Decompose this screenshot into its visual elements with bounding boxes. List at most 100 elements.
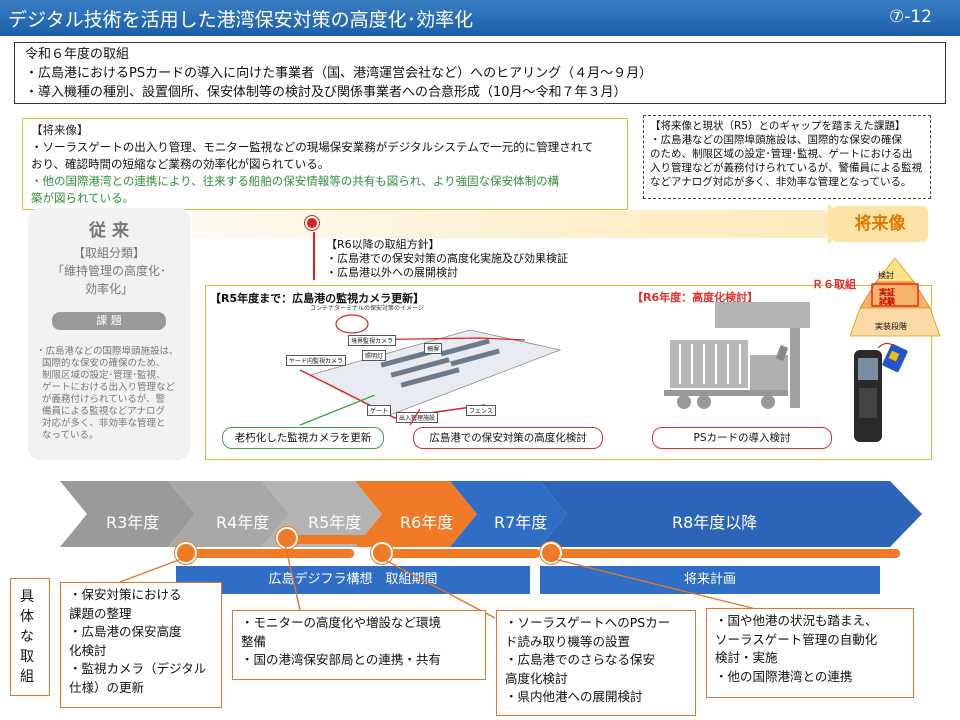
action-line: ・国や他港の状況も踏まえ、 bbox=[715, 613, 878, 628]
future-vision-box: 【将来像】 ・ソーラスゲートの出入り管理、モニター監視などの現場保安業務がデジタ… bbox=[22, 118, 628, 210]
gap-title: 【将来像と現状（R5）とのギャップを踏まえた課題】 bbox=[650, 120, 906, 132]
gap-line: のため、制限区域の設定･管理･監視、ゲートにおける出 bbox=[650, 148, 913, 160]
gap-line: などアナログ対応が多く、非効率な管理となっている。 bbox=[650, 176, 912, 188]
gap-line: 入り管理などが義務付けられているが、警備員による監視 bbox=[650, 162, 923, 174]
connector-lines bbox=[119, 543, 761, 619]
conventional-category: 【取組分類】 「維持管理の高度化･ 効率化」 bbox=[28, 244, 190, 298]
conventional-panel bbox=[28, 208, 190, 460]
year-label: R8年度以降 bbox=[672, 513, 758, 532]
gap-line: ・広島港などの国際埠頭施設は、国際的な保安の確保 bbox=[650, 134, 902, 146]
timeline-year-r7 bbox=[450, 481, 567, 547]
timeline-year-r3 bbox=[60, 481, 195, 547]
action-line: ・モニターの高度化や増設など環境 bbox=[241, 615, 442, 630]
camera-highlight bbox=[335, 314, 369, 334]
action-line: 整備 bbox=[241, 633, 267, 649]
pyramid-diagram bbox=[850, 257, 940, 337]
action-line: 仕様）の更新 bbox=[69, 679, 145, 695]
diagram-label: 柵塀 bbox=[424, 343, 443, 354]
year-label: R7年度 bbox=[494, 513, 548, 532]
action-line: 検討・実施 bbox=[715, 650, 778, 665]
page-number: ⑦-12 bbox=[888, 7, 932, 27]
diagram-label: ヤード内監視カメラ bbox=[286, 355, 347, 366]
action-line: 高度化検討 bbox=[505, 670, 568, 686]
current-year-box: 令和６年度の取組 ・広島港におけるPSカードの導入に向けた事業者（国、港湾運営会… bbox=[14, 42, 946, 104]
action-box: ・ソーラスゲートへのPSカー ド読み取り機等の設置 ・広島港でのさらなる保安 高… bbox=[496, 610, 696, 716]
desc-line: が義務付けられているが、警 bbox=[42, 394, 166, 405]
action-box: ・保安対策における 課題の整理 ・広島港の保安高度 化検討 ・監視カメラ（デジタ… bbox=[60, 582, 222, 708]
gap-issues-box: 【将来像と現状（R5）とのギャップを踏まえた課題】 ・広島港などの国際埠頭施設は… bbox=[643, 115, 931, 199]
diagram-title: コンテナターミナルの保安対策のイメージ bbox=[310, 305, 424, 312]
caption-security-upgrade: 広島港での保安対策の高度化検討 bbox=[413, 427, 603, 449]
fence-line bbox=[299, 369, 486, 419]
diagram-label: 境界監視カメラ bbox=[348, 335, 397, 346]
issue-label: 課 題 bbox=[52, 312, 166, 330]
future-vision-green-line: 築が図られている。 bbox=[31, 191, 135, 205]
desc-line: 備員による監視などアナログ bbox=[42, 406, 166, 417]
action-line: ・広島港の保安高度 bbox=[69, 624, 182, 639]
future-plan-band: 将来計画 bbox=[540, 566, 880, 594]
year-label: R6年度 bbox=[400, 513, 454, 532]
r6-policy-item: ・広島港以外への展開検討 bbox=[326, 266, 458, 279]
period-dot bbox=[540, 542, 562, 564]
pyramid-label: 実装段階 bbox=[875, 322, 907, 331]
action-box: ・国や他港の状況も踏まえ、 ソーラスゲート管理の自動化 検討・実施 ・他の国際港… bbox=[706, 608, 914, 698]
desc-line: ・広島港などの国際埠頭施設は、 bbox=[36, 346, 179, 357]
illustration-box bbox=[205, 285, 932, 460]
desc-line: 制限区域の設定･管理･監視、 bbox=[42, 370, 166, 381]
diagram-label: 照明灯 bbox=[362, 350, 387, 361]
progress-arrow bbox=[192, 210, 842, 238]
pyramid-label: 実証試験 bbox=[879, 288, 895, 306]
current-year-title: 令和６年度の取組 bbox=[25, 47, 130, 62]
conventional-desc: ・広島港などの国際埠頭施設は、 国際的な保安の確保のため、 制限区域の設定･管理… bbox=[36, 346, 186, 442]
digifra-period-band: 広島デジフラ構想 取組期間 bbox=[176, 566, 530, 594]
year-label: R3年度 bbox=[106, 513, 160, 532]
page-title: デジタル技術を活用した港湾保安対策の高度化･効率化 bbox=[8, 9, 474, 31]
period-line bbox=[548, 549, 900, 558]
r6-tori-label: Ｒ６取組 bbox=[812, 278, 856, 291]
period-line bbox=[380, 549, 540, 558]
action-line: 化検討 bbox=[69, 642, 107, 658]
marker-line bbox=[313, 232, 315, 280]
action-line: ・ソーラスゲートへのPSカー bbox=[505, 615, 671, 630]
current-year-item: ・広島港におけるPSカードの導入に向けた事業者（国、港湾運営会社など）へのヒアリ… bbox=[25, 66, 653, 81]
action-box: ・モニターの高度化や増設など環境 整備 ・国の港湾保安部局との連携・共有 bbox=[232, 610, 486, 680]
gate-truck-illustration bbox=[664, 302, 810, 409]
r5-label: 【R5年度まで：広島港の監視カメラ更新】 bbox=[210, 292, 425, 305]
year-label: R5年度 bbox=[308, 513, 362, 532]
ps-card-reader-icon bbox=[854, 342, 908, 442]
future-vision-green-line: ・他の国際港湾との連携により、往来する船舶の保安情報等の共有も図られ、より強固な… bbox=[31, 174, 560, 188]
caption-camera-update: 老朽化した監視カメラを更新 bbox=[222, 427, 384, 449]
r6-policy: 【R6以降の取組方針】 ・広島港での保安対策の高度化実施及び効果検証 ・広島港以… bbox=[326, 238, 626, 280]
conventional-sub: 【取組分類】 bbox=[72, 246, 145, 260]
container bbox=[670, 340, 748, 388]
future-vision-line: ・ソーラスゲートの出入り管理、モニター監視などの現場保安業務がデジタルシステムで… bbox=[31, 140, 594, 154]
truck-cab bbox=[750, 355, 788, 390]
future-label: 将来像 bbox=[832, 206, 928, 242]
action-line: ・国の港湾保安部局との連携・共有 bbox=[241, 652, 441, 667]
current-position-marker bbox=[305, 216, 319, 230]
desc-line: 対応が多く、非効率な管理と bbox=[42, 418, 166, 429]
future-vision-line: おり、確認時間の短縮など業務の効率化が図られている。 bbox=[31, 157, 330, 171]
conventional-sub: 「維持管理の高度化･ bbox=[51, 264, 166, 278]
timeline-year-r6 bbox=[355, 481, 477, 547]
action-line: ・監視カメラ（デジタル bbox=[69, 661, 207, 676]
gate-canopy bbox=[715, 302, 810, 328]
action-line: ・県内他港への展開検討 bbox=[505, 689, 643, 704]
period-dot bbox=[371, 542, 393, 564]
year-label: R4年度 bbox=[216, 513, 270, 532]
pyramid-label: 検討 bbox=[878, 271, 894, 280]
future-vision-title: 【将来像】 bbox=[31, 123, 89, 137]
r6-policy-item: ・広島港での保安対策の高度化実施及び効果検証 bbox=[326, 252, 568, 265]
conventional-sub: 効率化」 bbox=[84, 282, 133, 296]
action-line: ・他の国際港湾との連携 bbox=[715, 668, 853, 684]
period-line bbox=[287, 535, 411, 544]
period-dot bbox=[175, 542, 197, 564]
action-line: 課題の整理 bbox=[69, 605, 132, 621]
desc-line: 国際的な保安の確保のため、 bbox=[42, 358, 166, 369]
concrete-label: 具体な取組 bbox=[10, 578, 50, 696]
caption-ps-card: PSカードの導入検討 bbox=[652, 427, 832, 449]
action-line: ド読み取り機等の設置 bbox=[505, 633, 631, 649]
action-line: ・保安対策における bbox=[69, 587, 182, 602]
action-line: ソーラスゲート管理の自動化 bbox=[715, 631, 878, 647]
current-year-item: ・導入機種の種別、設置個所、保安体制等の検討及び関係事業者への合意形成（10月～… bbox=[25, 85, 627, 100]
